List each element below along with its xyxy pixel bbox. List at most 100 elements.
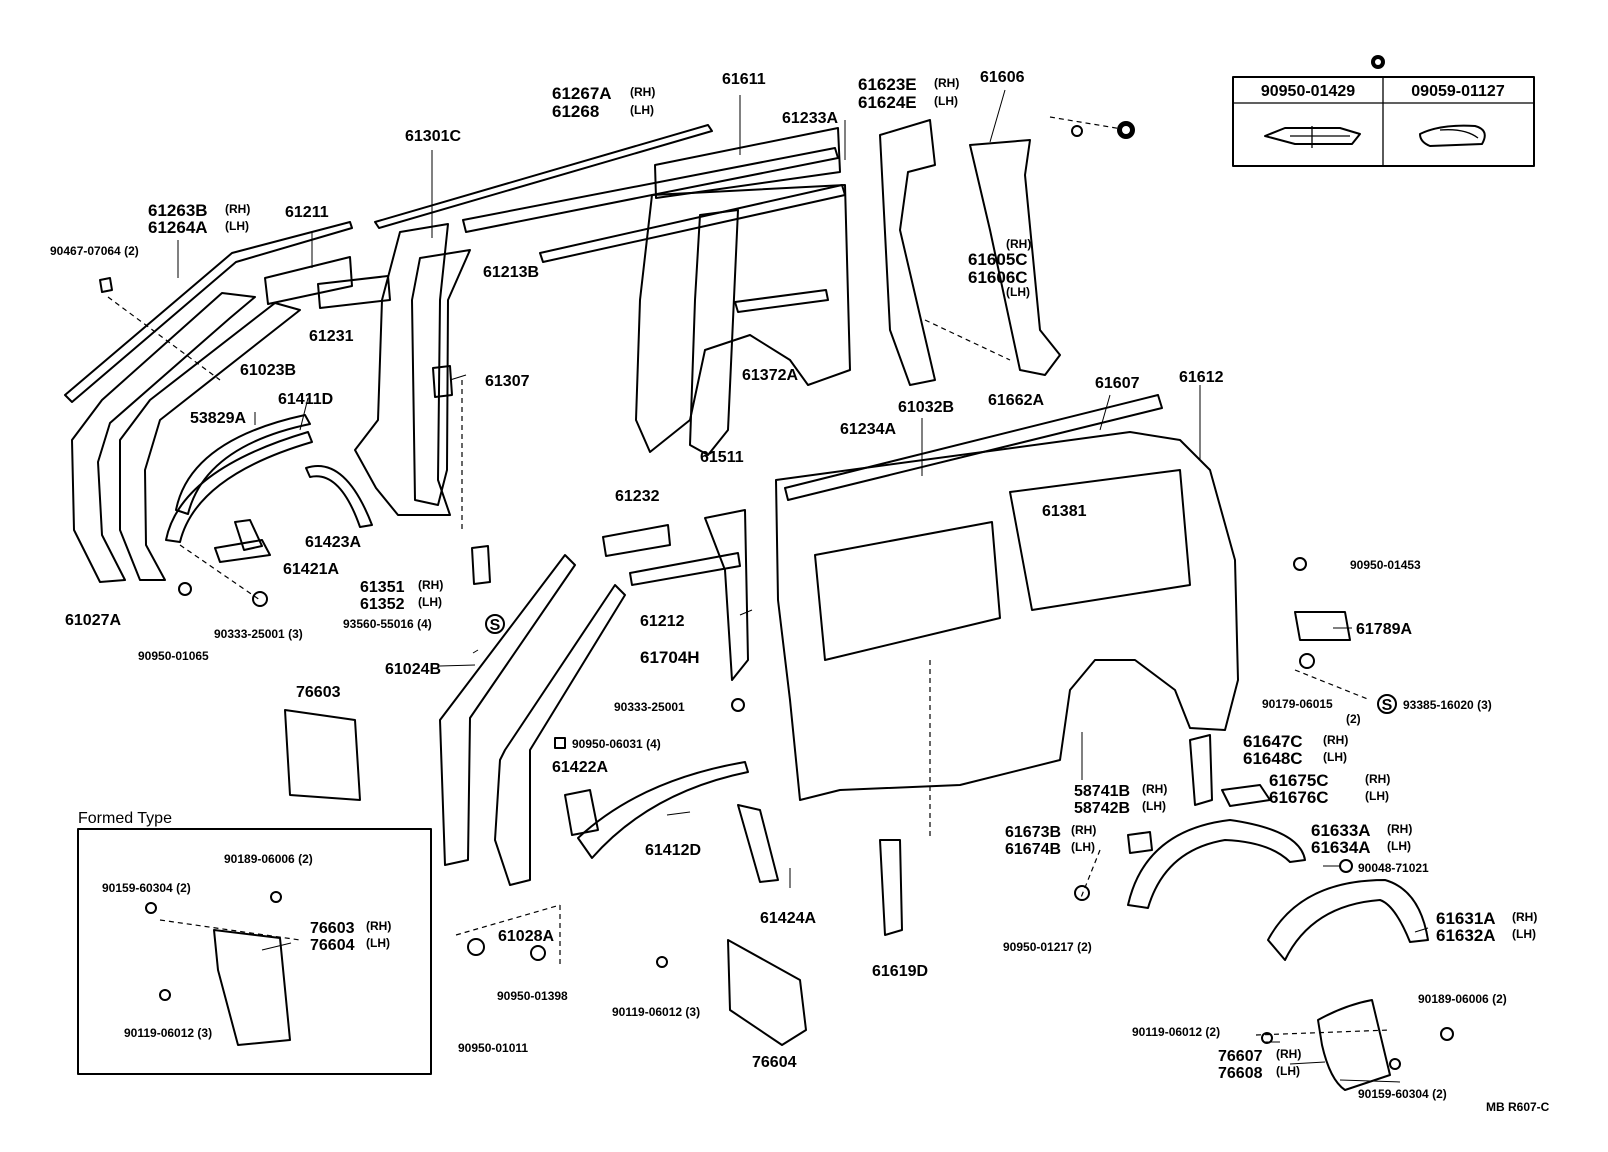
part-label: 61632A (1436, 926, 1496, 945)
part-label: 61023B (240, 362, 296, 379)
clip-icon (1419, 124, 1486, 147)
part-label: 58742B (1074, 800, 1130, 817)
part-label: 61212 (640, 613, 685, 630)
legend-box: 90950-01429 09059-01127 (1232, 55, 1535, 167)
part-label: 53829A (190, 410, 246, 427)
formed-type-box: Formed Type (77, 810, 432, 1075)
part-label: 90950-01398 (497, 989, 568, 1003)
bolt-icon (159, 989, 171, 1001)
part-label: 61634A (1311, 838, 1371, 857)
part-drawings (64, 119, 1429, 1091)
bolt-icon (1264, 126, 1361, 148)
nut-icon (1074, 885, 1090, 901)
part-label-side: (LH) (1365, 789, 1389, 803)
part-label: 61032B (898, 399, 954, 416)
grommet-icon (1071, 125, 1083, 137)
part-label: 61301C (405, 128, 461, 145)
part-label: 61612 (1179, 369, 1224, 386)
part-label: 61623E (858, 75, 917, 94)
part-label: 61789A (1356, 621, 1412, 638)
bolt-icon (1389, 1058, 1401, 1070)
part-label: 61372A (742, 367, 798, 384)
part-label: 61307 (485, 373, 530, 390)
part-label: 61631A (1436, 909, 1496, 928)
part-label-side: (LH) (418, 595, 442, 609)
s-marker-icon (1377, 694, 1397, 714)
part-label: 61234A (840, 421, 896, 438)
formed-type-title: Formed Type (78, 810, 172, 827)
part-label: 76603 (310, 920, 355, 937)
s-marker-text: S (490, 617, 501, 634)
plug-icon (252, 591, 268, 607)
part-label: 61619D (872, 963, 928, 980)
part-label: 90333-25001 (614, 700, 685, 714)
bolt-icon (145, 902, 157, 914)
part-label: 61605C (968, 250, 1028, 269)
part-label: 90950-06031 (4) (572, 737, 661, 751)
bolt-icon (656, 956, 668, 968)
nut-icon (1440, 1027, 1454, 1041)
part-label: 90159-60304 (2) (1358, 1087, 1447, 1101)
plug-icon (731, 698, 745, 712)
part-label-side: (RH) (366, 919, 391, 933)
part-label-side: (RH) (418, 578, 443, 592)
part-label: 61028A (498, 928, 554, 945)
plug-icon (530, 945, 546, 961)
part-label: 90048-71021 (1358, 861, 1429, 875)
part-label: 61633A (1311, 821, 1371, 840)
legend-header-2: 09059-01127 (1411, 83, 1505, 100)
part-label-side: (RH) (225, 202, 250, 216)
s-marker-icon (485, 614, 505, 634)
part-label: 90179-06015 (1262, 697, 1333, 711)
part-label: 61352 (360, 596, 405, 613)
part-label: 61624E (858, 93, 917, 112)
leader-lines (107, 89, 1429, 1083)
part-label: 61231 (309, 328, 354, 345)
part-label-side: (LH) (1387, 839, 1411, 853)
legend-header-1: 90950-01429 (1261, 83, 1355, 100)
plug-icon (467, 938, 485, 956)
part-label: 90159-60304 (2) (102, 881, 191, 895)
part-label-side: (LH) (366, 936, 390, 950)
part-label-side: (RH) (1512, 910, 1537, 924)
part-label: 76608 (1218, 1065, 1263, 1082)
part-label-side: (RH) (1142, 782, 1167, 796)
part-label: 61268 (552, 102, 599, 121)
part-label: 61211 (285, 204, 329, 221)
part-label: 93385-16020 (3) (1403, 698, 1492, 712)
part-label: 76607 (1218, 1048, 1263, 1065)
part-label-side: (LH) (1512, 927, 1536, 941)
part-label: 61264A (148, 218, 208, 237)
part-label: 90333-25001 (3) (214, 627, 303, 641)
part-label: 61232 (615, 488, 660, 505)
part-label: 93560-55016 (4) (343, 617, 432, 631)
part-label: 61607 (1095, 375, 1140, 392)
part-label-side: (RH) (1323, 733, 1348, 747)
part-label: 90950-01453 (1350, 558, 1421, 572)
part-label: 90467-07064 (2) (50, 244, 139, 258)
part-label: 90189-06006 (2) (1418, 992, 1507, 1006)
part-label-side: (RH) (1387, 822, 1412, 836)
part-label: 61674B (1005, 841, 1061, 858)
clip-icon (99, 277, 113, 293)
part-label: 61662A (988, 392, 1044, 409)
part-label: 90950-01217 (2) (1003, 940, 1092, 954)
part-label: 61611 (722, 71, 766, 88)
part-label: 90950-01065 (138, 649, 209, 663)
plug-icon (178, 582, 192, 596)
part-label: 58741B (1074, 783, 1130, 800)
part-label-side: (LH) (1006, 285, 1030, 299)
part-label: 90119-06012 (3) (124, 1026, 212, 1040)
part-label: 61411D (278, 391, 333, 408)
s-marker-text: S (1382, 697, 1393, 714)
part-label: 61511 (700, 449, 744, 466)
part-label: 61606C (968, 268, 1028, 287)
part-label-side: (LH) (630, 103, 654, 117)
part-labels: 61267A (RH) 61268 (LH) 61611 61623E (RH)… (50, 69, 1550, 1114)
part-label: 90189-06006 (2) (224, 852, 313, 866)
part-label: 61263B (148, 201, 208, 220)
bolt-icon (1261, 1032, 1273, 1044)
fasteners: S S (99, 121, 1454, 1070)
part-label: 61213B (483, 264, 539, 281)
